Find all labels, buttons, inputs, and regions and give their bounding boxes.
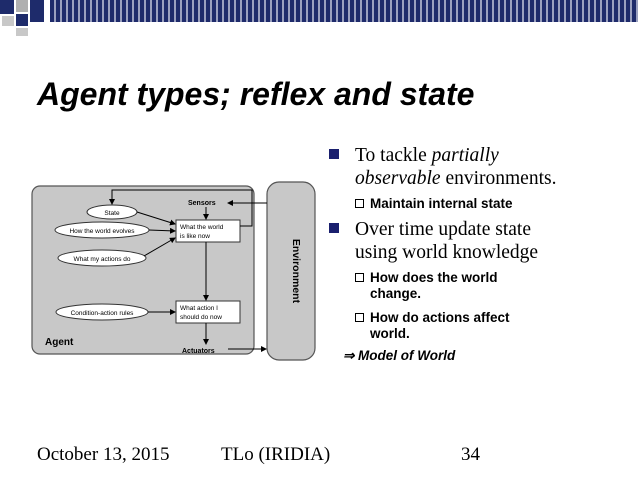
- bullet-emphasis: partially: [431, 145, 499, 166]
- footer-page-number: 34: [461, 444, 480, 465]
- agent-diagram: Environment Agent Sensors Actuators Stat…: [30, 178, 326, 362]
- actuators-label: Actuators: [182, 348, 215, 355]
- environment-label: Environment: [290, 239, 302, 304]
- state-label: State: [104, 210, 120, 217]
- model-of-world: ⇒ Model of World: [343, 348, 456, 363]
- hollow-square-icon: [355, 273, 364, 282]
- world-now-box: [175, 219, 241, 243]
- world-now-line2: is like now: [180, 233, 210, 240]
- footer-author: TLo (IRIDIA): [221, 444, 331, 465]
- bullet-emphasis: observable: [355, 168, 441, 189]
- bullet-square-icon: [329, 223, 339, 233]
- action-box: [175, 300, 241, 324]
- footer-date: October 13, 2015: [37, 444, 170, 465]
- bullet-text: using world knowledge: [355, 242, 539, 263]
- world-now-line1: What the world: [180, 224, 224, 231]
- rules-label: Condition-action rules: [71, 310, 135, 317]
- agent-box: [31, 185, 255, 355]
- agent-label: Agent: [45, 337, 74, 348]
- my-actions-label: What my actions do: [73, 256, 130, 263]
- bullet-square-icon: [329, 149, 339, 159]
- action-line1: What action I: [180, 305, 218, 312]
- slide-title: Agent types; reflex and state: [37, 76, 475, 112]
- environment-box: [266, 181, 316, 361]
- my-actions-ellipse: [57, 249, 147, 267]
- bullet-text: To tackle: [355, 145, 432, 166]
- sensors-label: Sensors: [188, 200, 216, 207]
- header-decoration: [0, 0, 638, 36]
- hollow-square-icon: [355, 313, 364, 322]
- bullet-text: environments.: [440, 168, 557, 189]
- world-evolves-label: How the world evolves: [69, 228, 135, 235]
- action-line2: should do now: [180, 314, 222, 321]
- bullet-text: Over time update state: [355, 219, 531, 240]
- hollow-square-icon: [355, 199, 364, 208]
